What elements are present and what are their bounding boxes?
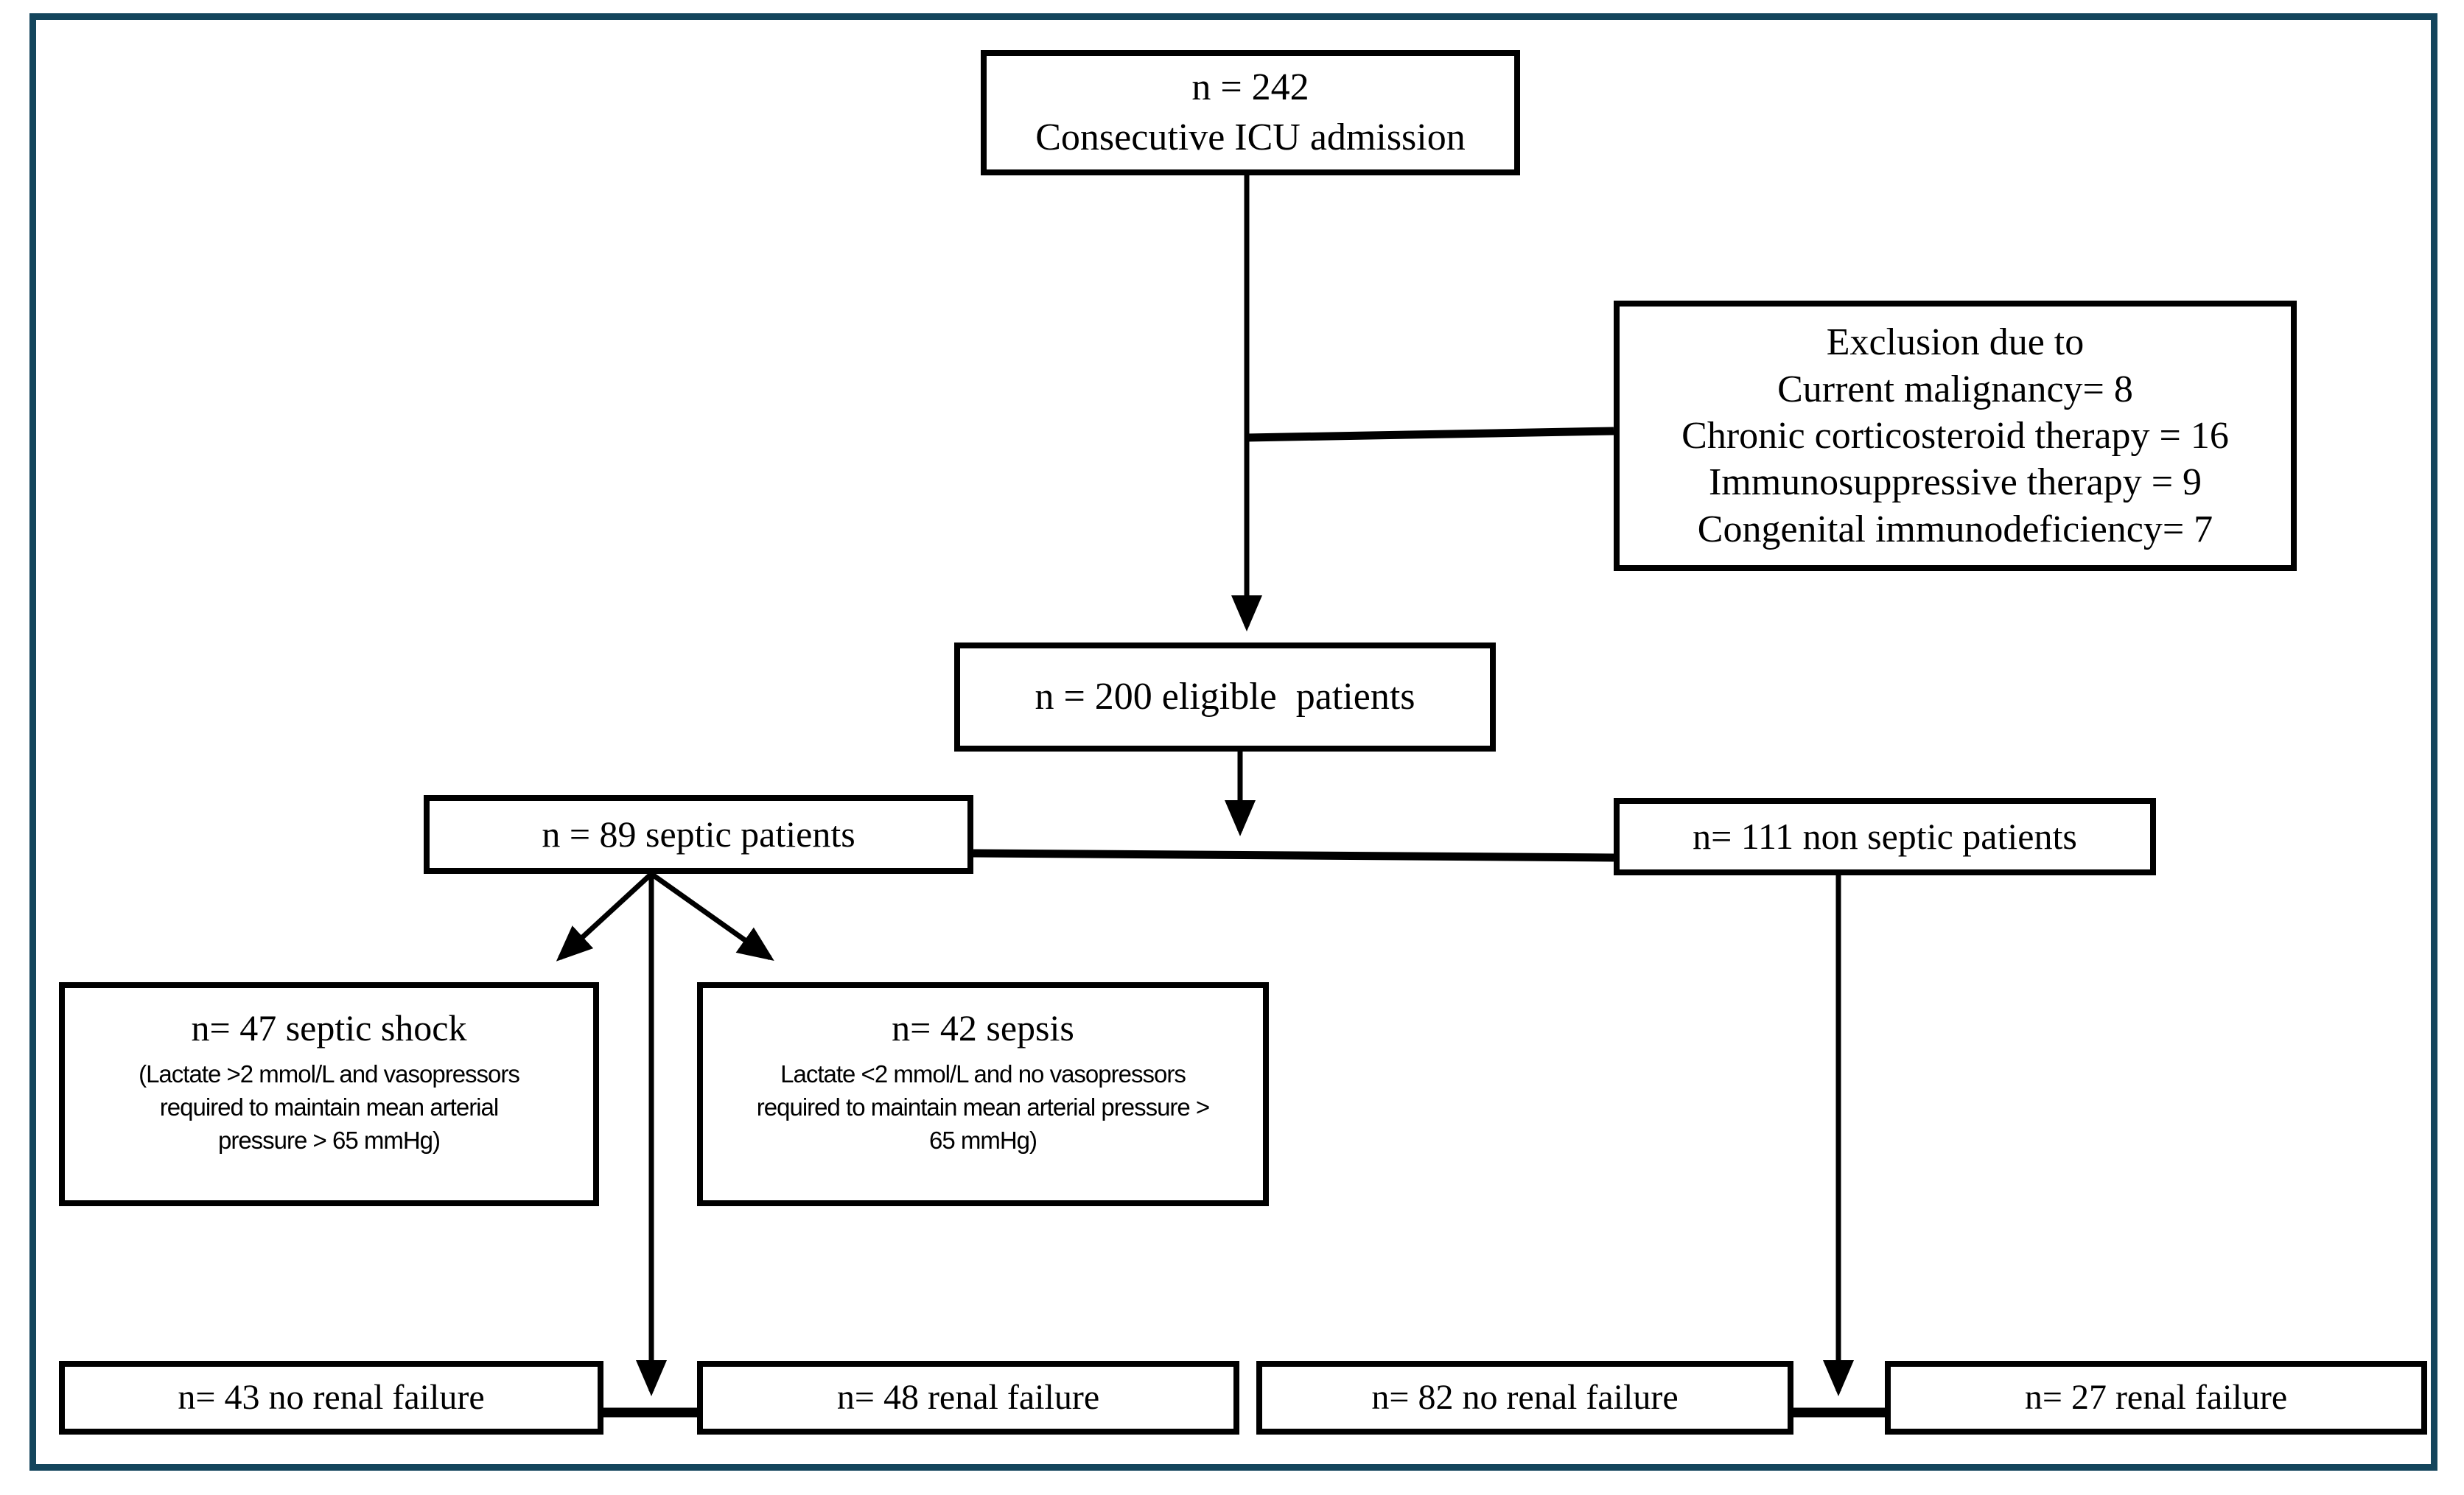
exclusion-item: Current malignancy= 8 bbox=[1777, 368, 2133, 410]
sepsis-desc-line: Lactate <2 mmol/L and no vasopressors bbox=[780, 1060, 1186, 1088]
exclusion-item: Immunosuppressive therapy = 9 bbox=[1708, 461, 2202, 504]
septic-shock-desc-line: (Lactate >2 mmol/L and vasopressors bbox=[139, 1060, 520, 1088]
septic-shock-desc-line: pressure > 65 mmHg) bbox=[217, 1126, 441, 1154]
outer-frame bbox=[29, 13, 2437, 1471]
septic-renal-label: n= 48 renal failure bbox=[836, 1377, 1100, 1417]
exclusion-title: Exclusion due to bbox=[1826, 321, 2085, 364]
septic-no-renal-box: n= 43 no renal failure bbox=[59, 1361, 603, 1435]
admission-label: Consecutive ICU admission bbox=[1035, 116, 1466, 158]
sepsis-desc-line: 65 mmHg) bbox=[928, 1126, 1037, 1154]
sepsis-desc-line: required to maintain mean arterial press… bbox=[756, 1093, 1210, 1121]
septic-no-renal-label: n= 43 no renal failure bbox=[178, 1377, 485, 1417]
septic-label: n = 89 septic patients bbox=[542, 813, 855, 855]
arrow-septic-to-shock bbox=[556, 872, 654, 962]
septic-shock-desc-line: required to maintain mean arterial bbox=[159, 1093, 499, 1121]
admission-box: n = 242 Consecutive ICU admission bbox=[981, 50, 1520, 175]
nonseptic-renal-label: n= 27 renal failure bbox=[2024, 1377, 2288, 1417]
admission-count: n = 242 bbox=[1191, 66, 1309, 109]
line-to-exclusion bbox=[1246, 427, 1614, 442]
septic-shock-box: n= 47 septic shock (Lactate >2 mmol/L an… bbox=[59, 982, 599, 1206]
eligible-label: n = 200 eligible patients bbox=[1035, 676, 1415, 718]
septic-shock-title: n= 47 septic shock bbox=[191, 1007, 467, 1048]
nonseptic-no-renal-label: n= 82 no renal failure bbox=[1371, 1377, 1679, 1417]
arrow-septic-to-sepsis bbox=[649, 872, 774, 962]
nonseptic-label: n= 111 non septic patients bbox=[1693, 816, 2077, 857]
nonseptic-box: n= 111 non septic patients bbox=[1614, 798, 2156, 875]
exclusion-item: Chronic corticosteroid therapy = 16 bbox=[1681, 414, 2229, 457]
eligible-box: n = 200 eligible patients bbox=[954, 643, 1496, 752]
exclusion-box: Exclusion due to Current malignancy= 8 C… bbox=[1614, 301, 2297, 571]
septic-box: n = 89 septic patients bbox=[424, 795, 973, 874]
line-septic-nonseptic bbox=[973, 849, 1614, 862]
sepsis-box: n= 42 sepsis Lactate <2 mmol/L and no va… bbox=[697, 982, 1269, 1206]
nonseptic-renal-box: n= 27 renal failure bbox=[1885, 1361, 2427, 1435]
nonseptic-no-renal-box: n= 82 no renal failure bbox=[1256, 1361, 1793, 1435]
sepsis-title: n= 42 sepsis bbox=[892, 1007, 1074, 1048]
exclusion-item: Congenital immunodeficiency= 7 bbox=[1697, 508, 2213, 550]
septic-renal-box: n= 48 renal failure bbox=[697, 1361, 1239, 1435]
